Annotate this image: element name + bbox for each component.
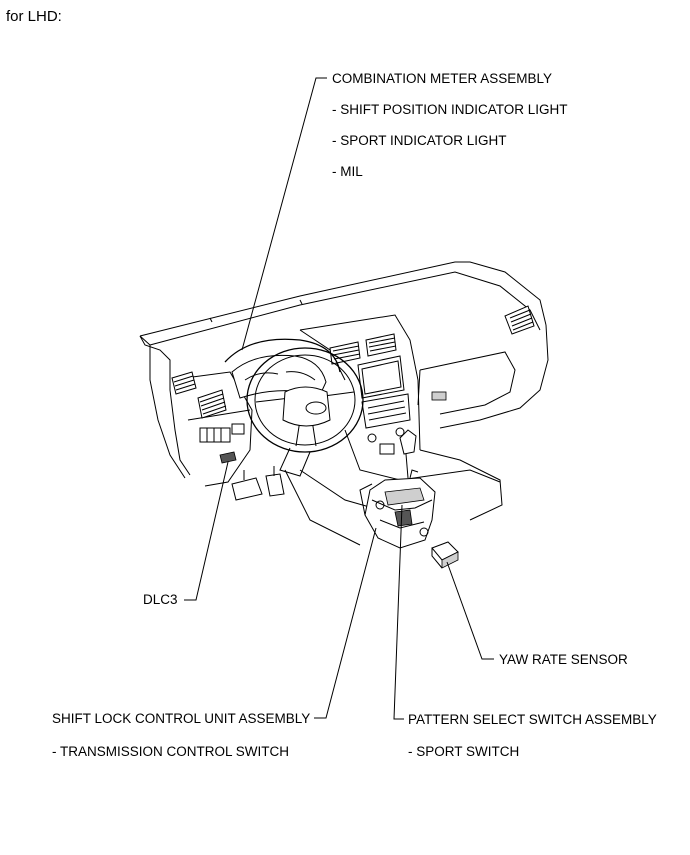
label-dlc3: DLC3	[143, 592, 178, 607]
label-shift-position-indicator: - SHIFT POSITION INDICATOR LIGHT	[332, 102, 568, 117]
leader-combination-meter	[241, 77, 327, 351]
leader-dlc3	[184, 461, 229, 601]
label-pattern-select-switch: PATTERN SELECT SWITCH ASSEMBLY	[408, 712, 657, 727]
steering-wheel	[224, 338, 364, 477]
shift-assembly	[359, 429, 459, 569]
dashboard-body	[139, 261, 549, 546]
leader-lines	[184, 77, 494, 720]
leader-shift-lock	[314, 527, 377, 719]
label-mil: - MIL	[332, 164, 363, 179]
leader-yaw-rate	[446, 561, 494, 660]
label-sport-indicator: - SPORT INDICATOR LIGHT	[332, 133, 507, 148]
label-shift-lock-control-unit: SHIFT LOCK CONTROL UNIT ASSEMBLY	[52, 711, 311, 726]
leader-pattern-select	[393, 504, 404, 720]
diagram-header: for LHD:	[6, 8, 62, 25]
label-transmission-control-switch: - TRANSMISSION CONTROL SWITCH	[52, 744, 290, 759]
pedals	[231, 466, 285, 501]
label-combination-meter: COMBINATION METER ASSEMBLY	[332, 71, 553, 86]
label-yaw-rate-sensor: YAW RATE SENSOR	[499, 652, 628, 667]
label-sport-switch: - SPORT SWITCH	[408, 744, 520, 759]
